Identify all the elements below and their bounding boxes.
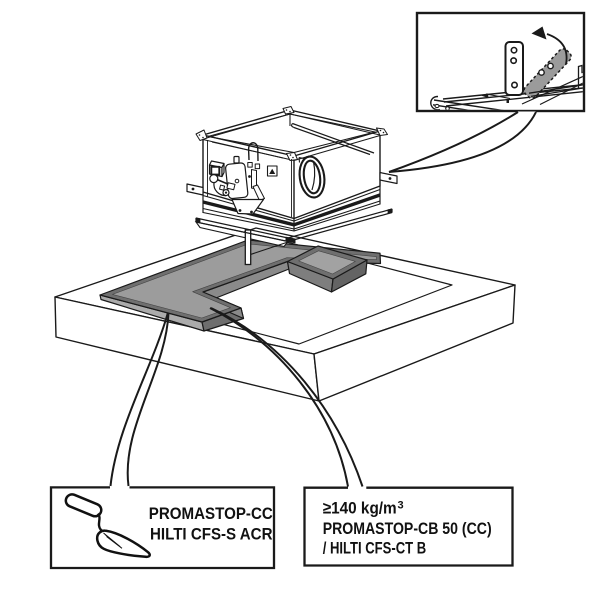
svg-text:/ HILTI CFS-CT B: / HILTI CFS-CT B	[323, 539, 427, 558]
svg-text:HILTI CFS-S ACR: HILTI CFS-S ACR	[150, 525, 273, 544]
svg-text:PROMASTOP-CB 50 (CC): PROMASTOP-CB 50 (CC)	[323, 519, 492, 538]
svg-text:3: 3	[398, 500, 404, 512]
svg-text:PROMASTOP-CC: PROMASTOP-CC	[149, 504, 273, 523]
svg-text:≥140 kg/m: ≥140 kg/m	[323, 499, 397, 518]
